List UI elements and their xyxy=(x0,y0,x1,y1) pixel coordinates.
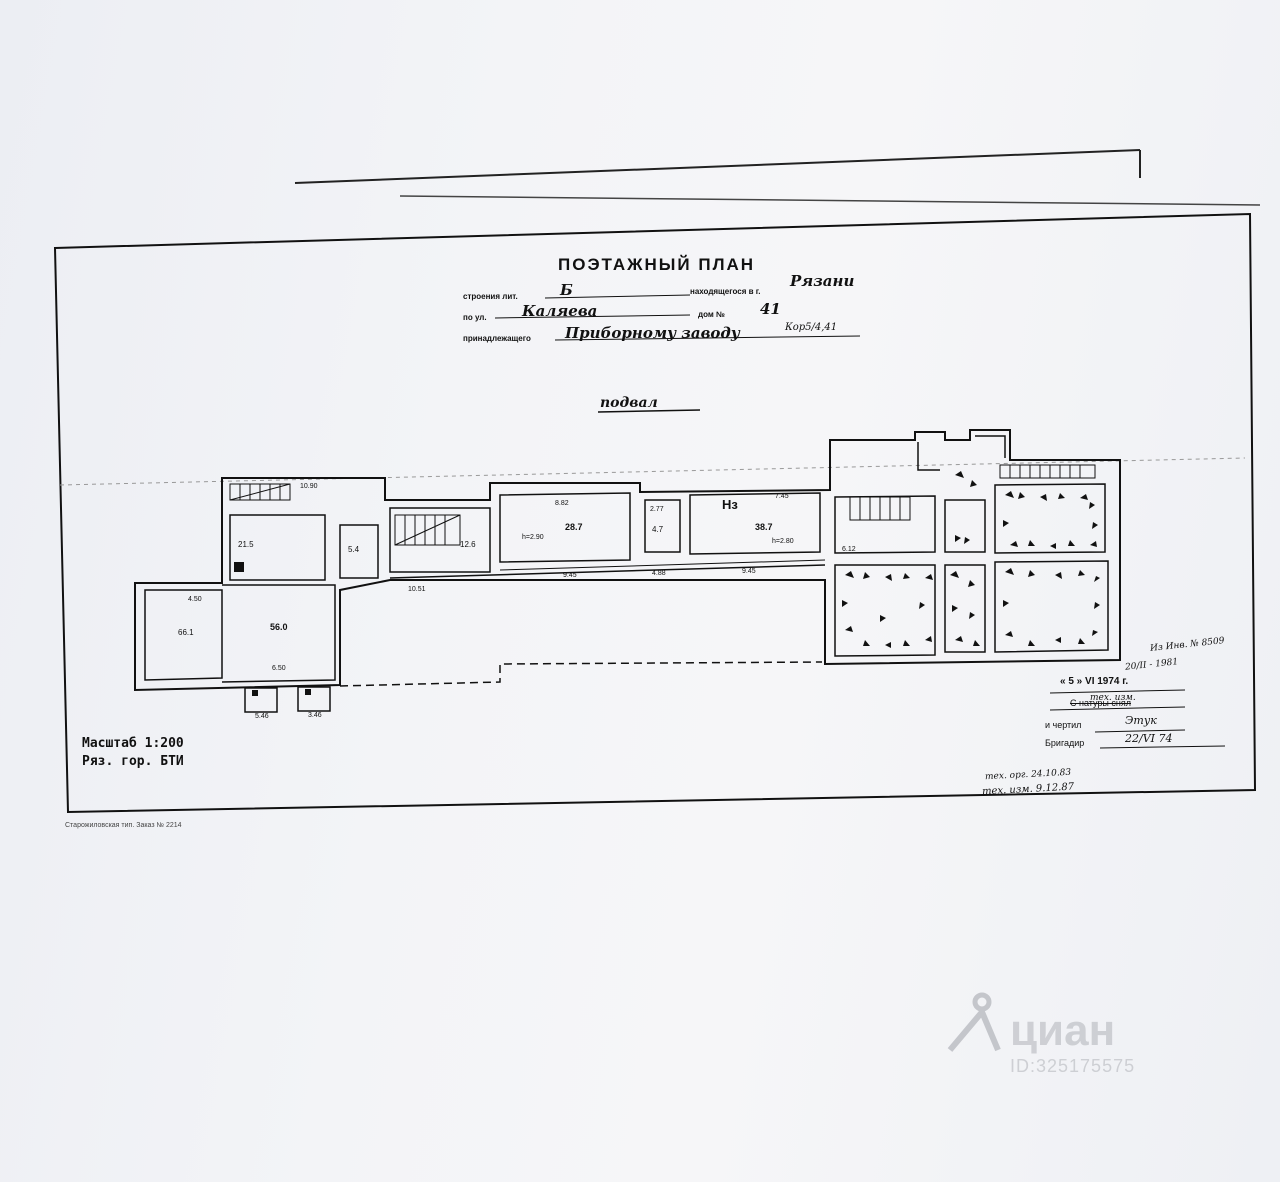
dimension-label: 8.82 xyxy=(555,500,569,507)
rubble-fill-pattern xyxy=(842,471,1100,648)
paper-edge-line xyxy=(294,149,1141,184)
room-area-label: 12.6 xyxy=(460,540,476,549)
owner-note: Кор5/4,41 xyxy=(785,322,838,333)
dimension-label: h=2.90 xyxy=(522,534,544,541)
dimension-label: 3.46 xyxy=(308,712,322,719)
dimension-label: h=2.80 xyxy=(772,538,794,545)
building-value: Б xyxy=(560,281,573,299)
room-area-label: 28.7 xyxy=(565,522,583,532)
room-area-label: 66.1 xyxy=(178,628,194,637)
dimension-label: 9.45 xyxy=(563,572,577,579)
watermark-brand: циан xyxy=(1010,1006,1116,1055)
dimension-label: 5.46 xyxy=(255,713,269,720)
cian-logo-icon xyxy=(947,992,1001,1052)
street-value: Каляева xyxy=(522,302,598,320)
dimension-label: 10.90 xyxy=(300,483,318,490)
room-area-label: 4.7 xyxy=(652,525,664,534)
floor-name: подвал xyxy=(600,395,658,411)
bureau-text: Ряз. гор. БТИ xyxy=(82,754,184,769)
building-label: строения лит. xyxy=(463,292,518,301)
house-label: дом № xyxy=(698,310,725,319)
printer-line: Старожиловская тип. Заказ № 2214 xyxy=(65,822,182,829)
building-outline xyxy=(134,429,1121,692)
tech-change-label: тех. изм. xyxy=(1090,693,1136,703)
house-value: 41 xyxy=(760,300,781,318)
scale-text: Масштаб 1:200 xyxy=(82,736,184,751)
room-area-label: 5.4 xyxy=(348,545,360,554)
watermark-id: ID:325175575 xyxy=(1010,1056,1136,1076)
drawn-label: и чертил xyxy=(1045,720,1082,730)
room-area-label: 21.5 xyxy=(238,540,254,549)
survey-date: « 5 » VI 1974 г. xyxy=(1060,676,1129,687)
dimension-label: 9.45 xyxy=(742,568,756,575)
located-label: находящегося в г. xyxy=(690,287,761,296)
dimension-label: 2.77 xyxy=(650,506,664,513)
scale-block: Масштаб 1:200 Ряз. гор. БТИ xyxy=(82,735,184,771)
room-area-label: 38.7 xyxy=(755,522,773,532)
brigadier-signature: 22/VI 74 xyxy=(1125,732,1173,745)
room-marker: Нз xyxy=(722,497,738,512)
room-area-label: 56.0 xyxy=(270,622,288,632)
dimension-label: 4.88 xyxy=(652,570,666,577)
owner-label: принадлежащего xyxy=(463,334,531,343)
surveyed-label: С натуры снял xyxy=(1070,698,1131,708)
sheet-frame xyxy=(53,212,1257,814)
dimension-label: 4.50 xyxy=(188,596,202,603)
owner-value: Приборному заводу xyxy=(565,324,740,342)
street-label: по ул. xyxy=(463,313,487,322)
brigadier-label: Бригадир xyxy=(1045,738,1085,748)
page-title: ПОЭТАЖНЫЙ ПЛАН xyxy=(558,255,756,274)
dimension-label: 6.12 xyxy=(842,546,856,553)
dimension-label: 10.51 xyxy=(408,586,426,593)
dimension-label: 6.50 xyxy=(272,665,286,672)
drawn-signature: Этук xyxy=(1125,714,1157,727)
city-value: Рязани xyxy=(790,272,855,290)
dimension-label: 7.45 xyxy=(775,493,789,500)
